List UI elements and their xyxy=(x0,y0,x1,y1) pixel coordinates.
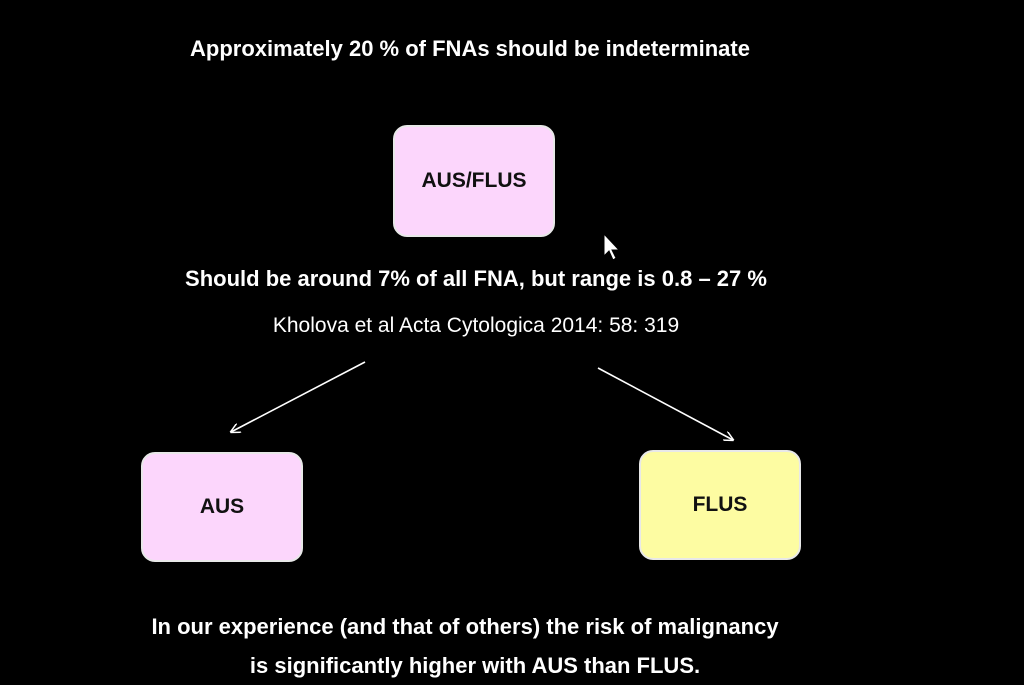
range-text: Should be around 7% of all FNA, but rang… xyxy=(185,266,767,291)
flus-box: FLUS xyxy=(639,450,801,560)
flus-label: FLUS xyxy=(692,493,748,516)
mouse-cursor-icon xyxy=(603,232,621,261)
aus-flus-label: AUS/FLUS xyxy=(421,169,527,192)
conclusion-line-2: is significantly higher with AUS than FL… xyxy=(249,653,701,678)
arrow-to-flus xyxy=(597,367,733,440)
arrow-to-aus xyxy=(231,361,366,432)
aus-label: AUS xyxy=(199,495,245,518)
citation-text: Kholova et al Acta Cytologica 2014: 58: … xyxy=(272,314,680,337)
aus-box: AUS xyxy=(141,452,303,562)
slide-title: Approximately 20 % of FNAs should be ind… xyxy=(190,36,750,61)
conclusion-line-1: In our experience (and that of others) t… xyxy=(151,614,779,639)
aus-flus-box: AUS/FLUS xyxy=(393,125,555,237)
